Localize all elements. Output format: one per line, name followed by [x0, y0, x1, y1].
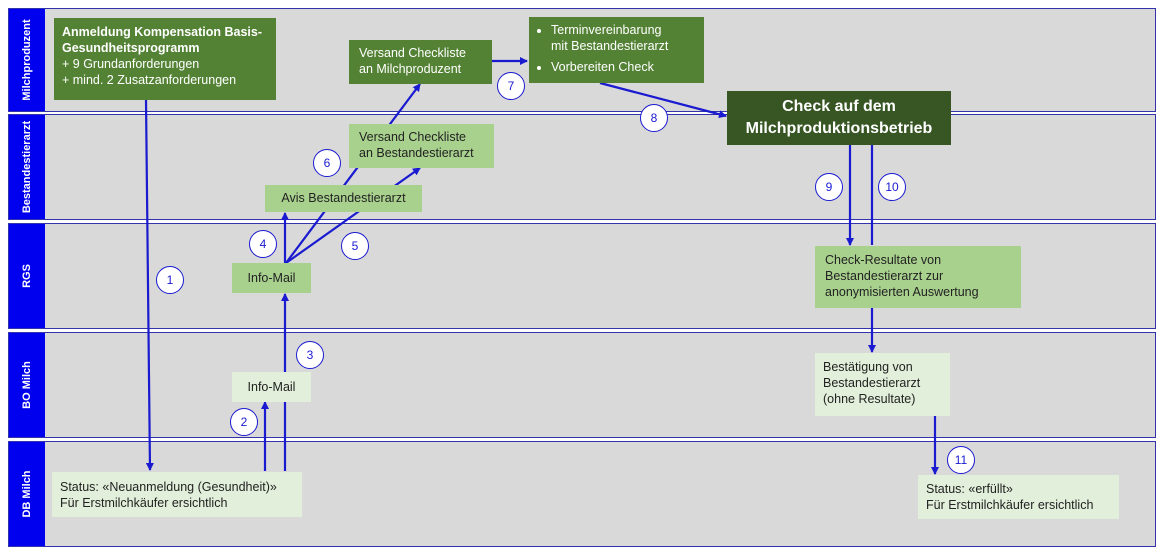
box-info-mail-rgs: Info-Mail — [232, 263, 311, 293]
lane-rgs: RGS — [8, 223, 1156, 329]
box-versand-tierarzt: Versand Checkliste an Bestandestierarzt — [349, 124, 494, 168]
box-info-mail-bo: Info-Mail — [232, 372, 311, 402]
step-3: 3 — [296, 341, 324, 369]
step-9: 9 — [815, 173, 843, 201]
arrow-1 — [144, 99, 154, 471]
lane-label-rgs: RGS — [9, 224, 45, 328]
step-6: 6 — [313, 149, 341, 177]
step-10: 10 — [878, 173, 906, 201]
box-status-neuanmeldung: Status: «Neuanmeldung (Gesundheit)» Für … — [52, 472, 302, 517]
step-7: 7 — [497, 72, 525, 100]
step-11: 11 — [947, 446, 975, 474]
anmeldung-line-2: + mind. 2 Zusatzanforderungen — [62, 73, 237, 87]
lane-label-milchproduzent: Milchproduzent — [9, 9, 45, 111]
anmeldung-title-1: Anmeldung Kompensation Basis- — [62, 25, 263, 39]
box-avis: Avis Bestandestierarzt — [265, 185, 422, 212]
anmeldung-title-2: Gesundheitsprogramm — [62, 41, 200, 55]
box-status-erfuellt: Status: «erfüllt» Für Erstmilchkäufer er… — [918, 475, 1119, 519]
lane-bestandestierarzt: Bestandestierarzt — [8, 114, 1156, 220]
arrow-8 — [599, 81, 727, 119]
box-versand-milchproduzent: Versand Checkliste an Milchproduzent — [349, 40, 492, 84]
lane-label-bo-milch: BO Milch — [9, 333, 45, 437]
step-4: 4 — [249, 230, 277, 258]
box-anmeldung: Anmeldung Kompensation Basis- Gesundheit… — [54, 18, 276, 100]
anmeldung-line-1: + 9 Grundanforderungen — [62, 57, 200, 71]
lane-label-db-milch: DB Milch — [9, 442, 45, 546]
box-bestaetigung: Bestätigung von Bestandestierarzt (ohne … — [815, 353, 950, 416]
step-5: 5 — [341, 232, 369, 260]
arrow-6 — [285, 83, 421, 264]
lane-bo-milch: BO Milch — [8, 332, 1156, 438]
box-check: Check auf dem Milchproduktionsbetrieb — [727, 91, 951, 145]
step-1: 1 — [156, 266, 184, 294]
lane-label-bestandestierarzt: Bestandestierarzt — [9, 115, 45, 219]
step-8: 8 — [640, 104, 668, 132]
step-2: 2 — [230, 408, 258, 436]
termin-bullet-2: Vorbereiten Check — [551, 59, 698, 75]
arrow-5 — [285, 167, 421, 264]
box-check-resultate: Check-Resultate von Bestandestierarzt zu… — [815, 246, 1021, 308]
